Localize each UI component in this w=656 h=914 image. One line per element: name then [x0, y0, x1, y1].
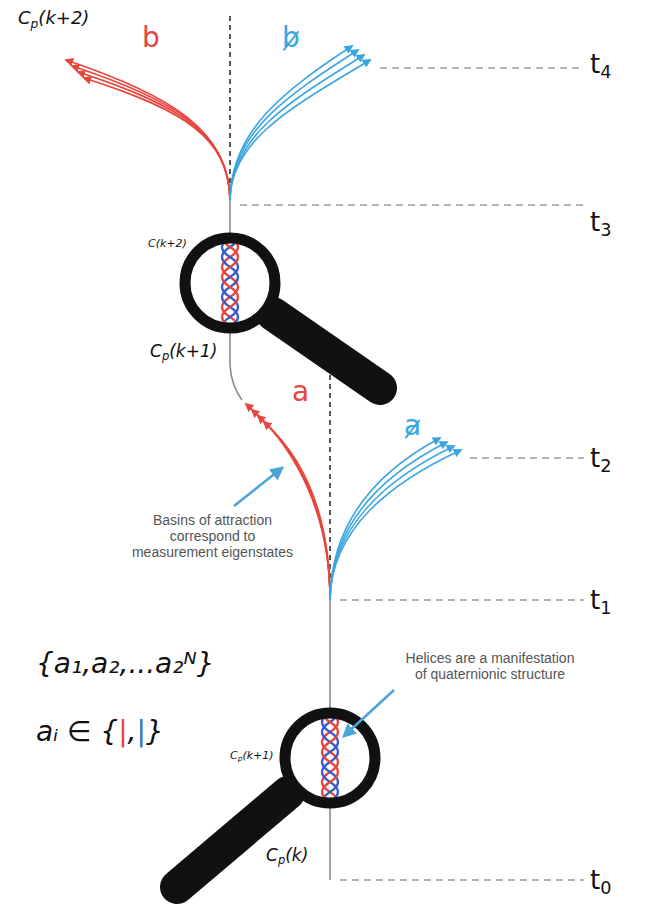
text-part: 0 — [600, 878, 611, 898]
callout-note: Helices are a manifestation of quaternio… — [400, 650, 580, 682]
red-trajectory — [66, 60, 230, 200]
text-part: t — [590, 443, 600, 473]
text-part: | — [137, 715, 146, 748]
text-part: t — [590, 585, 600, 615]
math-label: C(k+2) — [148, 238, 187, 251]
math-label: Cp(k+1) — [150, 342, 217, 364]
time-guide — [380, 67, 584, 69]
red-trajectory — [264, 422, 330, 600]
symmetry-axis — [229, 16, 231, 200]
magnifier-ring — [185, 238, 275, 328]
red-trajectory — [72, 66, 230, 200]
text-part: aᵢ ∈ { — [36, 715, 118, 748]
math-label: b — [142, 22, 160, 54]
symmetry-axis — [329, 348, 331, 600]
text-part: p — [162, 349, 169, 363]
red-trajectory — [78, 72, 230, 200]
text-part: (k+2) — [38, 7, 89, 28]
callout-arrow — [344, 690, 394, 736]
time-guide — [240, 204, 584, 206]
text-part: p — [238, 754, 243, 763]
math-label: {a₁,a₂,...a₂ᴺ} — [36, 648, 214, 680]
text-part: C — [266, 845, 278, 865]
time-guide — [340, 879, 584, 881]
time-guide — [470, 457, 584, 459]
red-trajectory — [252, 410, 330, 600]
math-label: Cp(k+2) — [18, 8, 89, 31]
math-label: Cp(k+1) — [230, 750, 274, 764]
text-part: (k+1) — [242, 749, 273, 762]
time-label: t0 — [590, 866, 611, 899]
text-part: (k+1) — [169, 341, 217, 361]
red-trajectory — [258, 416, 330, 600]
blue-trajectory — [230, 60, 370, 200]
red-trajectory — [246, 404, 330, 600]
red-trajectory — [84, 78, 230, 200]
text-part: 3 — [600, 220, 611, 240]
math-label: a — [292, 376, 309, 408]
text-part: } — [146, 715, 164, 748]
magnifier-lens — [285, 713, 375, 803]
magnifier-lens — [185, 238, 275, 328]
time-label: t4 — [590, 50, 611, 83]
blue-trajectory — [230, 50, 358, 200]
math-label: Cp(k) — [266, 846, 308, 868]
math-label: b — [282, 22, 300, 54]
text-part: p — [278, 853, 285, 867]
text-part: p — [31, 17, 39, 31]
text-part: t — [590, 207, 600, 237]
text-part: C — [230, 749, 238, 762]
text-part: 2 — [600, 456, 611, 476]
time-label: t1 — [590, 586, 611, 619]
text-part: t — [590, 49, 600, 79]
time-label: t2 — [590, 444, 611, 477]
magnifier-handle — [177, 793, 288, 887]
time-label: t3 — [590, 208, 611, 241]
text-part: | — [118, 715, 127, 748]
text-part: (k) — [285, 845, 308, 865]
text-part: C — [18, 7, 31, 28]
magnifier-handle — [273, 314, 380, 388]
text-part: t — [590, 865, 600, 895]
text-part: 1 — [600, 598, 611, 618]
callout-arrow — [234, 468, 282, 506]
callout-note: Basins of attraction correspond to measu… — [125, 512, 300, 560]
blue-trajectory — [230, 46, 352, 200]
blue-trajectory — [230, 55, 364, 200]
math-label: aᵢ ∈ {|,|} — [36, 716, 164, 748]
blue-trajectory — [330, 450, 461, 600]
text-part: C — [150, 341, 162, 361]
blue-trajectory — [330, 446, 454, 600]
text-part: 4 — [600, 62, 611, 82]
magnifier-ring — [285, 713, 375, 803]
text-part: , — [128, 715, 137, 748]
time-guide — [340, 599, 584, 601]
math-label: a — [404, 410, 421, 442]
